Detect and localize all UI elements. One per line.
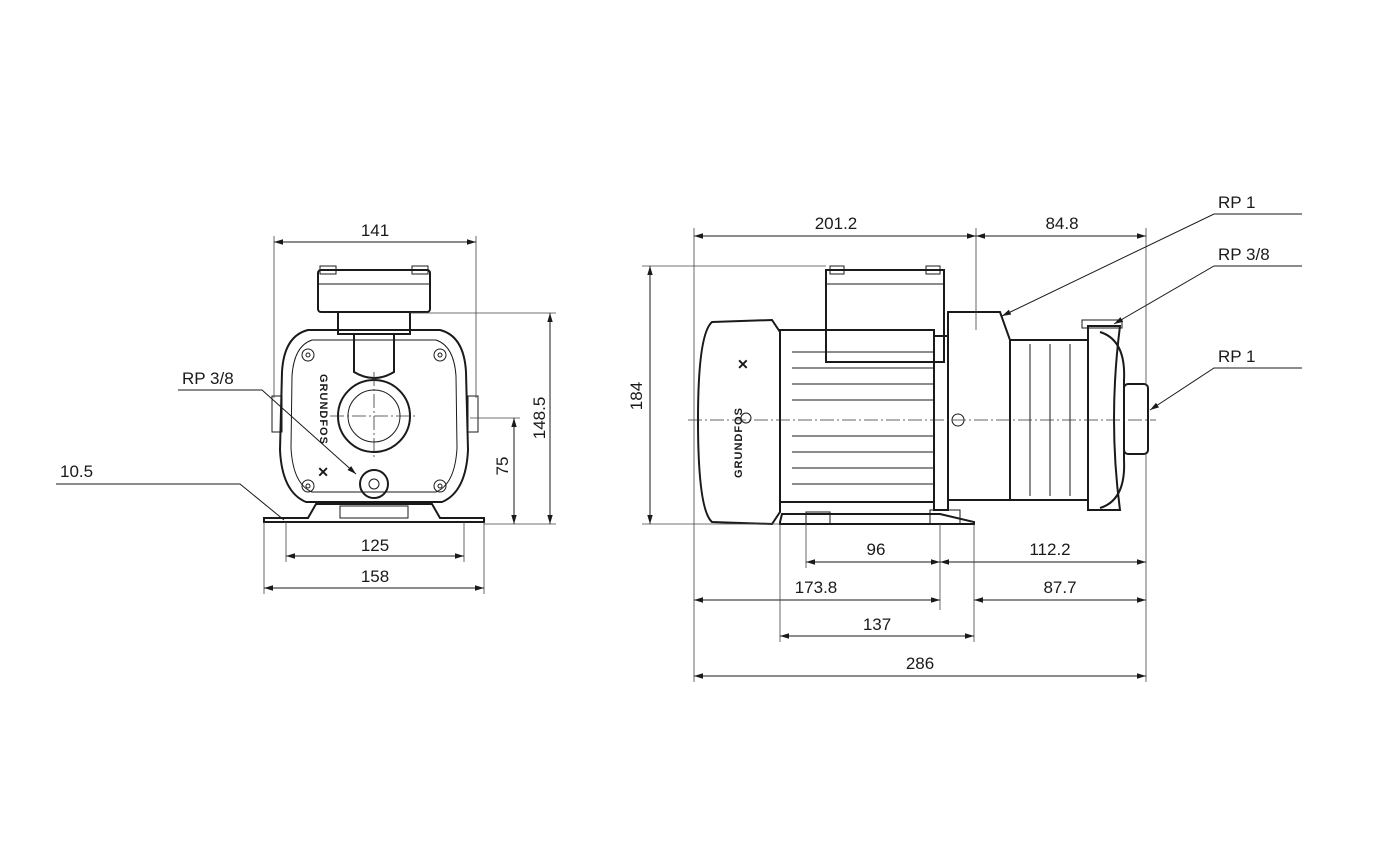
side-mounting-foot — [779, 513, 975, 525]
inlet-port — [1123, 383, 1149, 455]
brand-logo-text: GRUNDFOS — [317, 374, 329, 445]
fan-cover — [696, 318, 781, 526]
label-inlet-rp-1: RP 1 — [1218, 347, 1256, 366]
leader-front-drain: RP 3/8 — [178, 369, 357, 475]
side-brand-x-mark: ✕ — [735, 358, 751, 370]
dimension-foot-spacing-125: 125 — [285, 522, 465, 562]
logo-mark — [740, 412, 752, 424]
foot-block — [805, 511, 831, 525]
mounting-foot — [263, 503, 485, 523]
dim-label-158: 158 — [361, 567, 389, 586]
dim-label-141: 141 — [361, 221, 389, 240]
dim-label-137: 137 — [863, 615, 891, 634]
brand-x-mark: ✕ — [315, 466, 331, 478]
dim-label-125: 125 — [361, 536, 389, 555]
dim-label-173-8: 173.8 — [795, 578, 838, 597]
pump-bracket — [947, 311, 1011, 501]
housing-bolts — [301, 348, 447, 493]
dim-label-87-7: 87.7 — [1043, 578, 1076, 597]
foot-centre-block — [339, 505, 409, 519]
dimension-137: 137 — [779, 524, 974, 642]
foot-block — [929, 509, 961, 525]
terminal-box-screw — [319, 265, 337, 275]
terminal-box-screw — [411, 265, 429, 275]
label-front-rp-3-8: RP 3/8 — [182, 369, 234, 388]
dim-label-286: 286 — [906, 654, 934, 673]
terminal-box — [317, 269, 431, 313]
dim-label-75: 75 — [493, 457, 512, 476]
label-drain-rp-3-8: RP 3/8 — [1218, 245, 1270, 264]
dimension-96: 96 — [805, 524, 941, 610]
dim-label-112-2: 112.2 — [1029, 540, 1070, 559]
dim-label-148-5: 148.5 — [530, 397, 549, 440]
outlet-neck — [337, 311, 411, 335]
dimension-112-2: 112.2 — [940, 454, 1147, 682]
dim-label-184: 184 — [627, 382, 646, 410]
side-flange — [467, 395, 479, 433]
dimension-87-7: 87.7 — [973, 524, 1146, 642]
dim-label-10-5: 10.5 — [60, 462, 93, 481]
leader-inlet-rp-1: RP 1 — [1149, 347, 1302, 411]
pump-housing — [278, 329, 470, 503]
dimension-width-141: 141 — [273, 221, 477, 398]
dimension-173-8: 173.8 — [693, 420, 940, 682]
dimension-foot-width-158: 158 — [263, 522, 485, 594]
leader-drain-rp-3-8: RP 3/8 — [1113, 245, 1302, 325]
dim-label-84-8: 84.8 — [1045, 214, 1078, 233]
drain-plug-core — [368, 478, 380, 490]
dim-label-201-2: 201.2 — [815, 214, 858, 233]
side-brand-logo-text: GRUNDFOS — [733, 407, 745, 478]
leader-outlet-rp-1: RP 1 — [1001, 193, 1302, 317]
drain-plug-side — [1081, 319, 1123, 329]
motor-cooling-fins — [792, 351, 934, 485]
side-flange — [271, 395, 283, 433]
terminal-box-screw — [925, 265, 941, 275]
outlet-pipe — [353, 334, 395, 379]
dimension-height-148-5: 148.5 — [410, 312, 556, 525]
label-outlet-rp-1: RP 1 — [1218, 193, 1256, 212]
drain-plug — [359, 469, 389, 499]
side-terminal-box — [825, 269, 945, 363]
dimension-201-2: 201.2 — [693, 214, 977, 420]
motor-body — [779, 329, 935, 503]
dimension-84-8: 84.8 — [976, 214, 1147, 386]
dimension-axis-75: 75 — [470, 417, 520, 524]
front-view: GRUNDFOS ✕ 141 148.5 75 — [56, 221, 556, 594]
pump-head — [1087, 325, 1122, 511]
dimension-286: 286 — [694, 654, 1146, 679]
terminal-box-screw — [829, 265, 845, 275]
leader-foot-thickness: 10.5 — [56, 462, 285, 521]
dim-label-96: 96 — [867, 540, 886, 559]
side-view: GRUNDFOS ✕ 201.2 84.8 184 96 — [627, 193, 1302, 682]
pump-housing-inner — [290, 339, 458, 493]
dimension-184: 184 — [627, 265, 826, 525]
